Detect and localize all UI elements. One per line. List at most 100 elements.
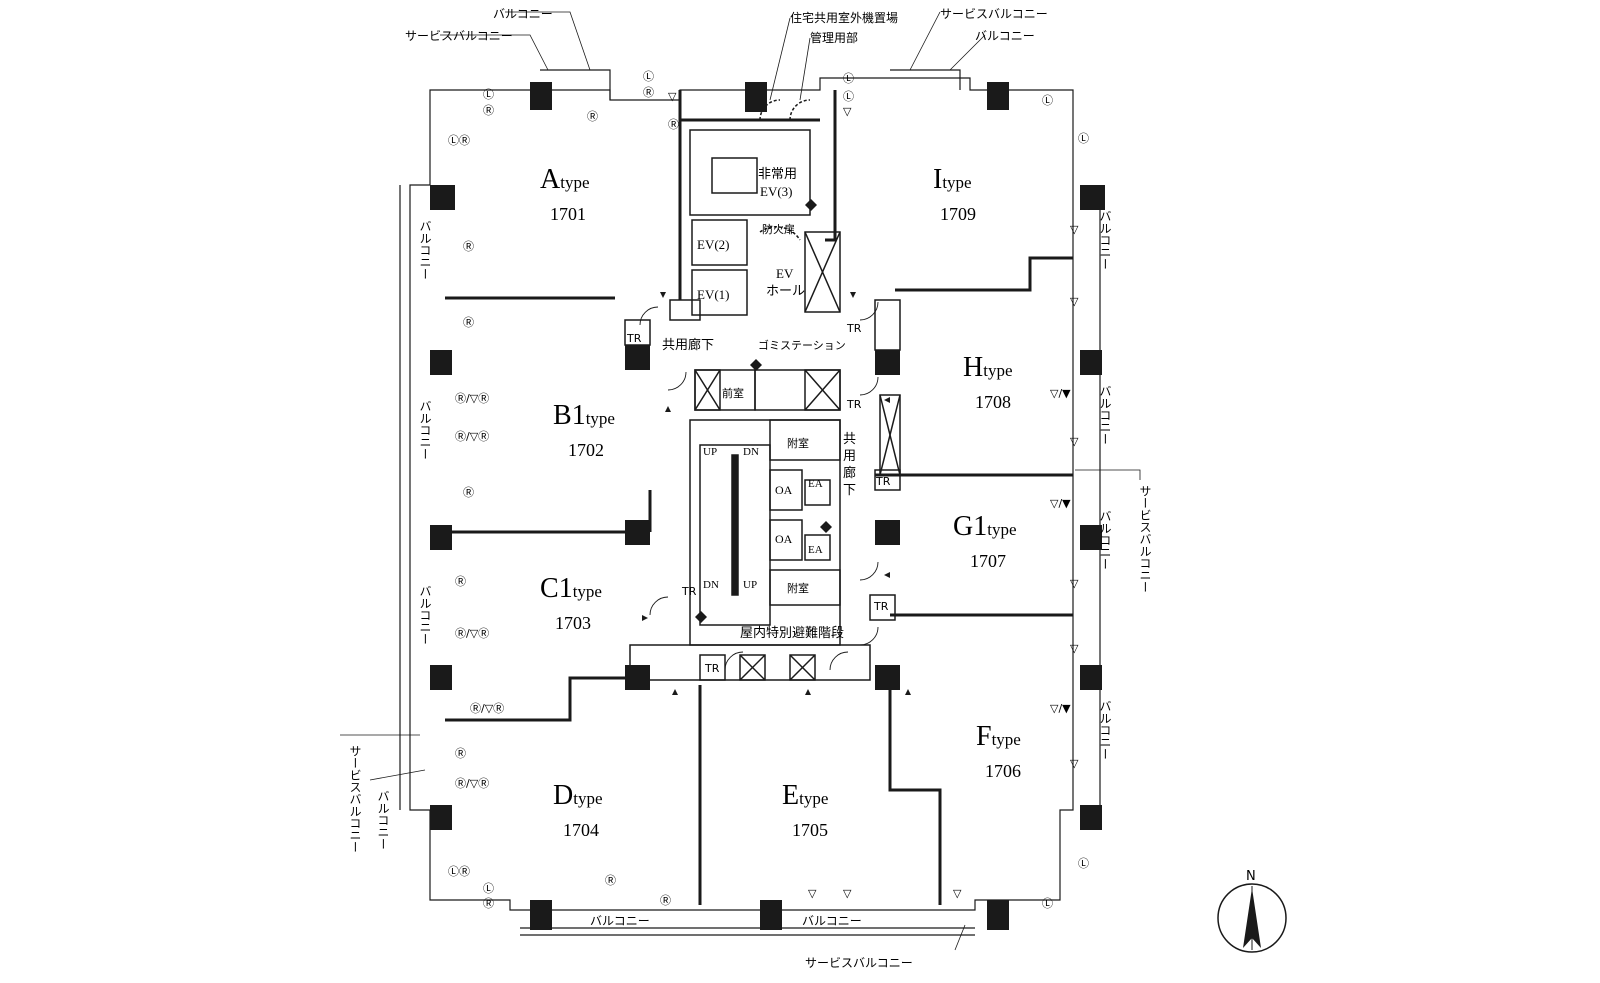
label-dn-top: DN <box>743 446 759 458</box>
label-outdoor-unit-space: 住宅共用室外機置場 <box>790 10 898 25</box>
symbol-r: Ⓡ <box>605 874 616 887</box>
svg-text:用: 用 <box>843 449 856 464</box>
svg-text:1707: 1707 <box>970 551 1006 571</box>
label-ev1: EV(1) <box>697 287 730 302</box>
symbol-rr: Ⓡ/▽Ⓡ <box>455 777 489 790</box>
label-tr: TR <box>875 475 891 488</box>
label-balcony-bottom-mid: バルコニー <box>802 914 862 928</box>
label-balcony-left-2: バルコニー <box>418 400 432 460</box>
symbol-tri: ▽ <box>843 887 852 900</box>
symbol-l: Ⓛ <box>1042 897 1053 910</box>
label-garbage-station: ゴミステーション <box>758 338 846 352</box>
symbol-rr: Ⓡ/▽Ⓡ <box>455 627 489 640</box>
label-tr: TR <box>704 662 720 675</box>
symbol-tri: ▽ <box>1070 295 1079 308</box>
unit-i: Itype 1709 <box>933 164 976 224</box>
label-tr: TR <box>846 398 862 411</box>
svg-text:1703: 1703 <box>555 613 591 633</box>
compass <box>1217 883 1287 953</box>
symbol-r: Ⓡ <box>660 894 671 907</box>
label-service-balcony-right: サービスバルコニー <box>1138 485 1152 593</box>
symbol-l: Ⓛ <box>843 90 854 103</box>
svg-text:1702: 1702 <box>568 440 604 460</box>
label-oa-bottom: OA <box>775 532 793 546</box>
symbol-tri: ▽ <box>843 105 852 118</box>
unit-e: Etype 1705 <box>782 780 828 840</box>
label-tr: TR <box>681 585 697 598</box>
symbol-tri: ▽ <box>1070 577 1079 590</box>
unit-g1: G1type 1707 <box>953 511 1017 571</box>
unit-b1: B1type 1702 <box>553 400 615 460</box>
symbol-r: Ⓡ <box>463 240 474 253</box>
wall-e-f <box>888 685 942 905</box>
unit-f: Ftype 1706 <box>976 721 1021 781</box>
symbol-r: Ⓡ <box>668 118 679 131</box>
svg-text:廊: 廊 <box>843 465 856 481</box>
label-up-bottom: UP <box>743 579 757 591</box>
unit-suffix: type <box>560 173 589 192</box>
symbol-r: Ⓡ <box>643 86 654 99</box>
svg-text:1708: 1708 <box>975 392 1011 412</box>
label-balcony-bottom-left: バルコニー <box>590 914 650 928</box>
symbol-l: Ⓛ <box>1042 94 1053 107</box>
wall-c-d <box>445 676 625 722</box>
symbol-tri-pair: ▽/▼ <box>1050 702 1071 715</box>
symbol-tri-pair: ▽/▼ <box>1050 497 1071 510</box>
symbol-rr: Ⓡ/▽Ⓡ <box>455 392 489 405</box>
symbol-lr: ⓁⓇ <box>448 865 470 878</box>
label-oa-top: OA <box>775 483 793 497</box>
svg-text:Dtype: Dtype <box>553 780 603 811</box>
label-emergency-ev: 非常用 <box>758 167 797 182</box>
symbol-tri: ▽ <box>1070 757 1079 770</box>
svg-text:C1type: C1type <box>540 573 602 604</box>
label-fire-door: 防火扉 <box>762 222 795 236</box>
svg-text:Atype: Atype <box>540 164 590 195</box>
label-stairs: 屋内特別避難階段 <box>740 625 844 641</box>
symbol-r: Ⓡ <box>455 747 466 760</box>
unit-letter: A <box>540 164 561 195</box>
label-tr: TR <box>873 600 889 613</box>
symbol-l: Ⓛ <box>483 882 494 895</box>
label-balcony-top-right: バルコニー <box>975 29 1035 43</box>
unit-c1: C1type 1703 <box>540 573 602 633</box>
svg-text:G1type: G1type <box>953 511 1017 542</box>
label-management-space: 管理用部 <box>810 30 858 45</box>
label-ea-top: EA <box>808 478 823 490</box>
symbol-tri-pair: ▽/▼ <box>1050 387 1071 400</box>
label-balcony-left-3: バルコニー <box>418 585 432 645</box>
label-dn-bottom: DN <box>703 579 719 591</box>
symbol-lr: ⓁⓇ <box>448 134 470 147</box>
label-service-balcony-bottom: サービスバルコニー <box>805 956 913 970</box>
compass-north-label: N <box>1246 869 1256 884</box>
label-balcony-right-1: バルコニー <box>1098 210 1112 270</box>
symbol-tri: ▽ <box>953 887 962 900</box>
symbol-r: Ⓡ <box>483 897 494 910</box>
symbol-r: Ⓡ <box>455 575 466 588</box>
label-corridor-v: 共 用 廊 下 <box>843 432 856 498</box>
label-ev-hall-2: ホール <box>766 284 805 299</box>
symbol-tri: ▽ <box>1070 642 1079 655</box>
wall-h-i <box>895 256 1073 292</box>
symbol-l: Ⓛ <box>643 70 654 83</box>
svg-text:1704: 1704 <box>563 820 599 840</box>
symbol-r: Ⓡ <box>483 104 494 117</box>
unit-h: Htype 1708 <box>963 352 1013 412</box>
unit-d: Dtype 1704 <box>553 780 603 840</box>
symbol-r: Ⓡ <box>463 486 474 499</box>
symbol-l: Ⓛ <box>1078 857 1089 870</box>
symbol-r: Ⓡ <box>587 110 598 123</box>
label-balcony-left-1: バルコニー <box>418 220 432 280</box>
label-annex-room-top: 附室 <box>787 436 809 450</box>
svg-text:Itype: Itype <box>933 164 972 195</box>
label-balcony-right-2: バルコニー <box>1098 385 1112 445</box>
symbol-r: Ⓡ <box>463 316 474 329</box>
label-ev3: EV(3) <box>760 184 793 199</box>
label-service-balcony-left: サービスバルコニー <box>348 745 362 853</box>
label-balcony-right-4: バルコニー <box>1098 700 1112 760</box>
label-balcony-left-bottom: バルコニー <box>376 790 390 850</box>
symbol-l: Ⓛ <box>483 88 494 101</box>
label-ev-hall-1: EV <box>776 266 794 281</box>
label-tr: TR <box>846 322 862 335</box>
svg-text:Etype: Etype <box>782 780 828 811</box>
